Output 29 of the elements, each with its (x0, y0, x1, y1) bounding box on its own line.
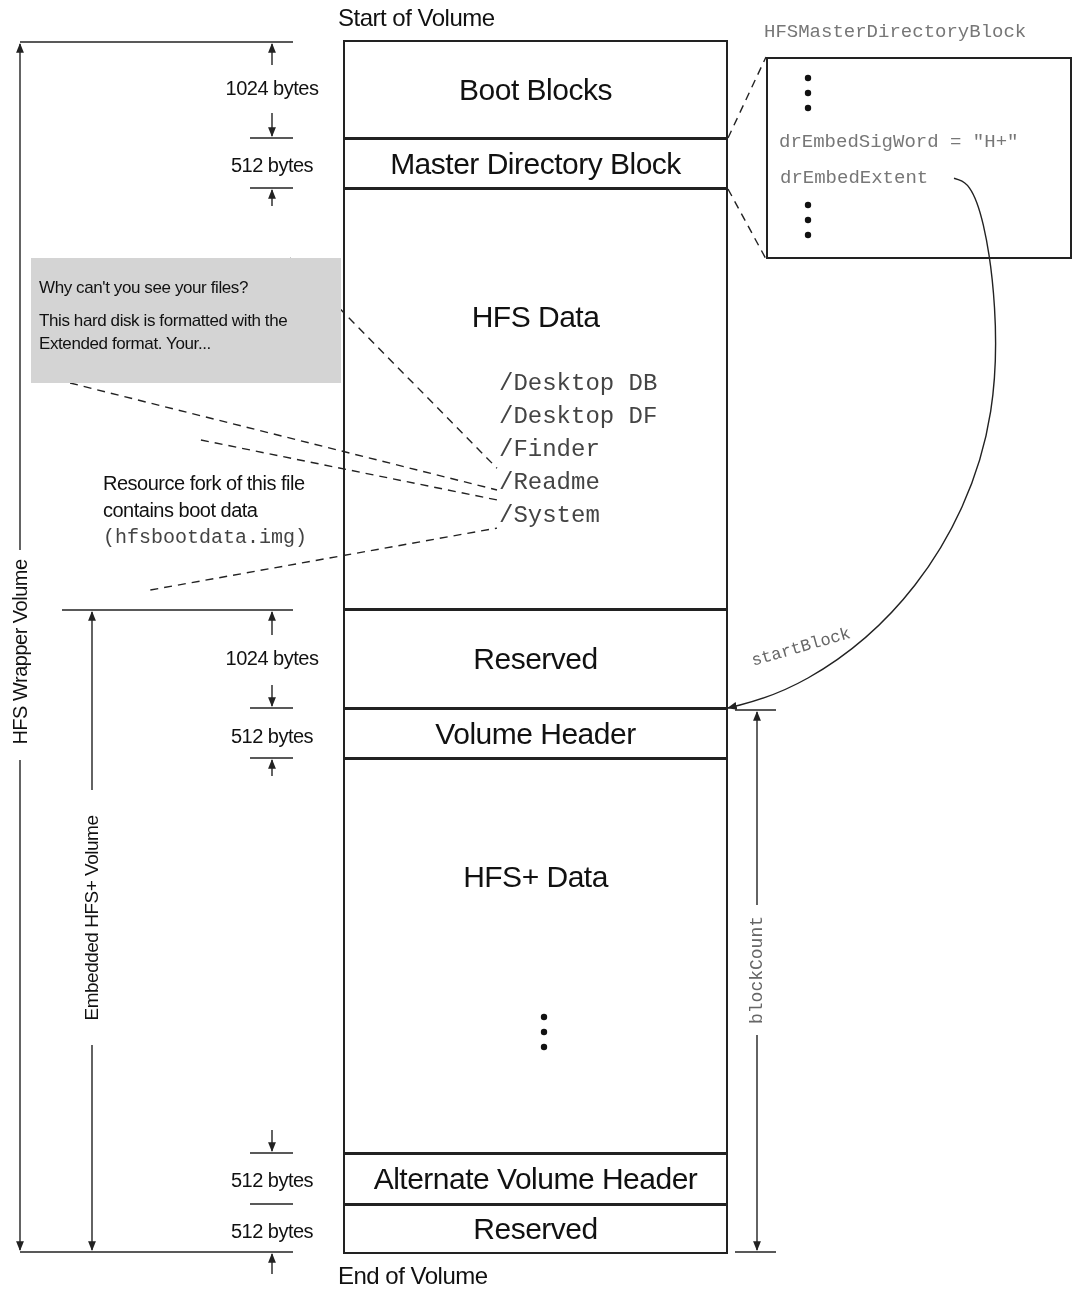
memory-block (343, 1153, 728, 1205)
block-label: HFS Data (471, 300, 600, 334)
block-label: Boot Blocks (459, 72, 612, 107)
memory-block (343, 40, 728, 139)
field-name: drEmbedExtent (780, 164, 956, 192)
block-label: Reserved (473, 642, 598, 676)
file-name: /Finder (499, 434, 689, 466)
caption-text: Resource fork of this file contains boot data (103, 471, 306, 523)
memory-block (343, 1204, 728, 1254)
file-name: /Desktop DF (499, 401, 689, 433)
block-label: Master Directory Block (390, 146, 681, 181)
dialog-title: Why can't you see your files? (39, 277, 249, 299)
dialog-screenshot (31, 258, 341, 383)
memory-block (343, 708, 728, 759)
block-label: HFS+ Data (463, 860, 608, 894)
file-name: /System (499, 500, 689, 532)
file-name: /Readme (499, 467, 689, 499)
memory-block (343, 138, 728, 189)
file-name: (hfsbootdata.img) (103, 525, 309, 551)
field-value: drEmbedSigWord = "H+" (779, 131, 1019, 153)
dialog-message: This hard disk is formatted with the Extended format. Your... (39, 310, 289, 355)
file-name: /Desktop DB (499, 368, 689, 400)
block-label: Alternate Volume Header (373, 1162, 698, 1196)
memory-block (343, 188, 728, 610)
record-title: HFSMasterDirectoryBlock (764, 21, 1027, 43)
block-label: Reserved (473, 1212, 598, 1246)
block-label: Volume Header (435, 716, 636, 751)
memory-block (343, 758, 728, 1154)
memory-block (343, 609, 728, 709)
